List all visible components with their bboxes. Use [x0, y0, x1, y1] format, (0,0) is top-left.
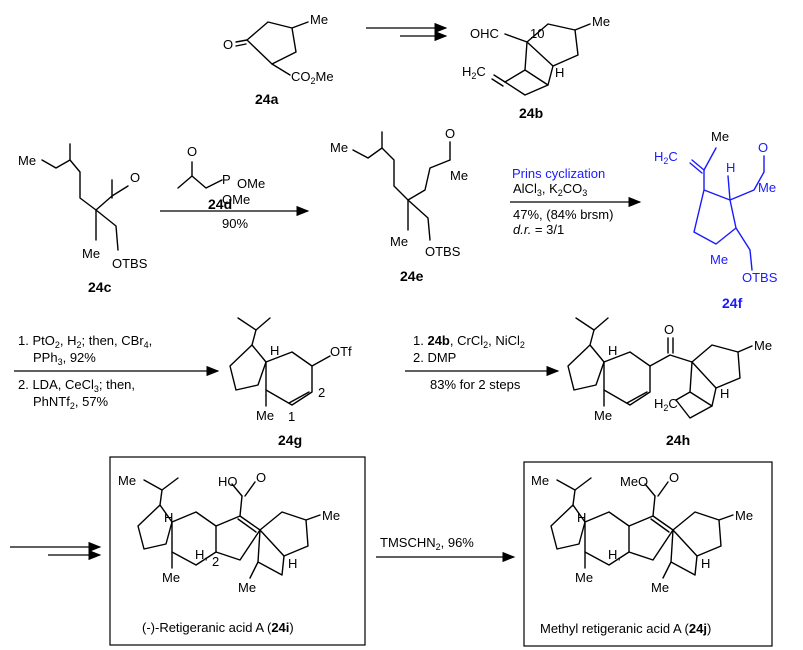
- h2-line: 2. DMP: [413, 350, 456, 365]
- label-24e: 24e: [400, 268, 424, 284]
- atom-ohc: OHC: [470, 26, 499, 41]
- atom-co2me: CO2Me: [291, 69, 334, 86]
- prins-step: Prins cyclization AlCl3, K2CO3 47%, (84%…: [510, 166, 642, 237]
- atom-me-24c-2: Me: [82, 246, 100, 261]
- atom-me-24i-4: Me: [238, 580, 256, 595]
- atom-p-24d: P: [222, 172, 231, 187]
- compound-24c: Me O Me OTBS 24c: [18, 143, 148, 295]
- prins-title: Prins cyclization: [512, 166, 605, 181]
- atom-otbs-24e: OTBS: [425, 244, 461, 259]
- atom-h-24h: H: [608, 343, 617, 358]
- atom-h-24b: H: [555, 65, 564, 80]
- box-24i: HO O Me H Me H H, 2 Me Me (-)-Retigerani…: [109, 456, 366, 646]
- step-24g: 1. PtO2, H2; then, CBr4, PPh3, 92% 2. LD…: [14, 333, 220, 411]
- atom-2-24i: 2: [212, 554, 219, 569]
- atom-ome-2: OMe: [222, 192, 250, 207]
- tms-reagents: TMSCHN2, 96%: [380, 535, 474, 552]
- atom-h-24h-2: H: [720, 386, 729, 401]
- label-24f: 24f: [722, 295, 743, 311]
- arrow-24a-24b: [366, 22, 448, 42]
- atom-otbs-24c: OTBS: [112, 256, 148, 271]
- atom-me-24j-4: Me: [651, 580, 669, 595]
- compound-24f: Me H2C H O Me Me OTBS 24f: [654, 129, 778, 311]
- atom-h2-24i: H,: [195, 547, 208, 562]
- atom-me-24a: Me: [310, 12, 328, 27]
- atom-otf: OTf: [330, 344, 352, 359]
- reagent-24d: O P OMe OMe 24d 90%: [160, 144, 310, 231]
- atom-me-24h: Me: [594, 408, 612, 423]
- atom-ome-1: OMe: [237, 176, 265, 191]
- atom-h-24j: H: [577, 510, 586, 525]
- atom-meo: MeO: [620, 474, 648, 489]
- h1-line: 1. 24b, CrCl2, NiCl2: [413, 333, 525, 350]
- atom-otbs-24f: OTBS: [742, 270, 778, 285]
- atom-1-24g: 1: [288, 409, 295, 424]
- atom-h-24i: H: [164, 510, 173, 525]
- atom-me-24j-3: Me: [735, 508, 753, 523]
- atom-me-24j: Me: [531, 473, 549, 488]
- atom-o-24h: O: [664, 322, 674, 337]
- label-24a: 24a: [255, 91, 279, 107]
- yield-24d: 90%: [222, 216, 248, 231]
- atom-me-24e-2: Me: [450, 168, 468, 183]
- label-24b: 24b: [519, 105, 543, 121]
- atom-me-24f: Me: [711, 129, 729, 144]
- atom-o-24a: O: [223, 37, 233, 52]
- atom-me-24i-3: Me: [322, 508, 340, 523]
- atom-me-24h-2: Me: [754, 338, 772, 353]
- g1-line1: 1. PtO2, H2; then, CBr4,: [18, 333, 152, 350]
- box-24j: MeO O Me H Me H H, Me Me Methyl retigera…: [523, 461, 773, 647]
- atom-o-24j: O: [669, 470, 679, 485]
- compound-24g: H OTf 2 1 Me 24g: [229, 317, 352, 448]
- atom-me-24g: Me: [256, 408, 274, 423]
- atom-2-24g: 2: [318, 385, 325, 400]
- atom-o-24d: O: [187, 144, 197, 159]
- caption-24j: Methyl retigeranic acid A (24j): [540, 621, 711, 636]
- label-24c: 24c: [88, 279, 112, 295]
- arrow-tms: TMSCHN2, 96%: [376, 535, 516, 563]
- atom-me-24i-2: Me: [162, 570, 180, 585]
- atom-me-24f-2: Me: [758, 180, 776, 195]
- atom-me-24j-2: Me: [575, 570, 593, 585]
- compound-24e: Me O Me Me OTBS 24e: [330, 126, 468, 284]
- atom-h2c-24h: H2C: [654, 396, 678, 413]
- atom-h2-24j: H,: [608, 547, 621, 562]
- atom-10: 10: [530, 26, 544, 41]
- atom-me-24i: Me: [118, 473, 136, 488]
- atom-me-24e-3: Me: [390, 234, 408, 249]
- atom-h-24j-2: H: [701, 556, 710, 571]
- step-24h: 1. 24b, CrCl2, NiCl2 2. DMP 83% for 2 st…: [405, 333, 560, 392]
- prins-dr: d.r. = 3/1: [513, 222, 564, 237]
- atom-h-24g: H: [270, 343, 279, 358]
- g1-line3: 2. LDA, CeCl3; then,: [18, 377, 135, 394]
- atom-me-24c: Me: [18, 153, 36, 168]
- atom-h-24f: H: [726, 160, 735, 175]
- atom-o-24i: O: [256, 470, 266, 485]
- atom-o-24f: O: [758, 140, 768, 155]
- atom-me-24b: Me: [592, 14, 610, 29]
- atom-h-24i-2: H: [288, 556, 297, 571]
- atom-me-24e: Me: [330, 140, 348, 155]
- compound-24b: Me OHC 10 H H2C 24b: [462, 14, 610, 121]
- atom-o-24c: O: [130, 170, 140, 185]
- arrow-to-24i: [10, 541, 102, 561]
- label-24h: 24h: [666, 432, 690, 448]
- g1-line2: PPh3, 92%: [33, 350, 96, 367]
- atom-o-24e: O: [445, 126, 455, 141]
- atom-ho: HO: [218, 474, 238, 489]
- prins-yield: 47%, (84% brsm): [513, 207, 613, 222]
- compound-24h: H Me O Me H H2C 24h: [567, 317, 772, 448]
- h3-line: 83% for 2 steps: [430, 377, 521, 392]
- g1-line4: PhNTf2, 57%: [33, 394, 109, 411]
- atom-me-24f-3: Me: [710, 252, 728, 267]
- prins-reagents: AlCl3, K2CO3: [513, 181, 587, 198]
- label-24g: 24g: [278, 432, 302, 448]
- caption-24i: (-)-Retigeranic acid A (24i): [142, 620, 294, 635]
- atom-h2c-24b: H2C: [462, 64, 486, 81]
- atom-h2c-24f: H2C: [654, 149, 678, 166]
- label-24d: 24d: [208, 196, 232, 212]
- compound-24a: O Me CO2Me 24a: [223, 12, 334, 107]
